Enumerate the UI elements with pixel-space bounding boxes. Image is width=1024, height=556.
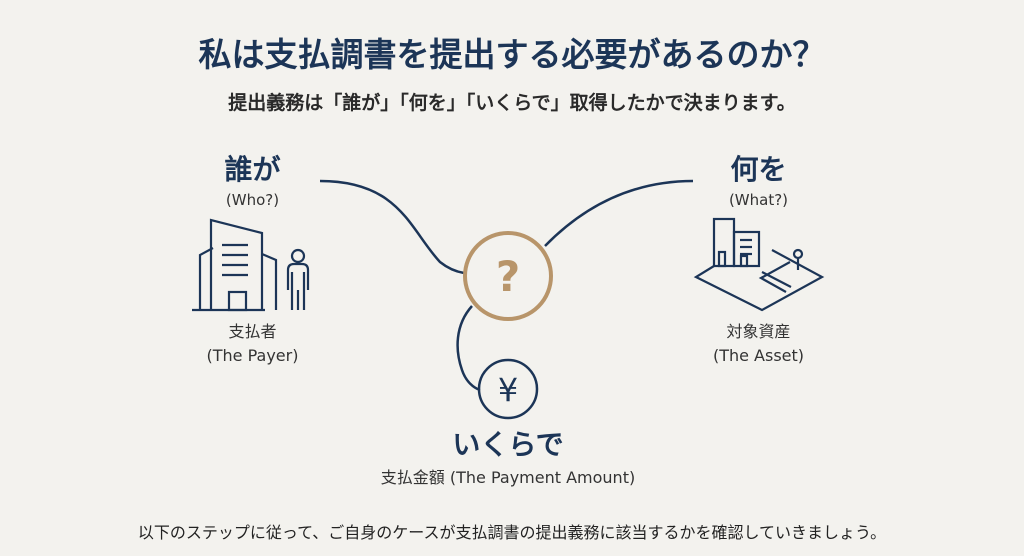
what-english: (What?) [728, 191, 789, 209]
svg-text:¥: ¥ [498, 371, 518, 409]
connector-who [319, 179, 465, 275]
payer-label-en: (The Payer) [206, 346, 299, 365]
how-much-heading: いくらで [452, 428, 564, 461]
asset-label: 対象資産 [726, 322, 791, 341]
svg-text:?: ? [496, 252, 520, 301]
who-english: (Who?) [225, 191, 280, 209]
yen-icon: ¥ [477, 358, 539, 420]
asset-label-en: (The Asset) [712, 346, 805, 365]
footer-instruction: 以下のステップに従って、ご自身のケースが支払調書の提出義務に該当するかを確認して… [137, 523, 887, 542]
page-subtitle: 提出義務は「誰が」「何を」「いくらで」取得したかで決まります。 [228, 92, 796, 114]
asset-land-icon [693, 217, 825, 312]
who-heading: 誰が [224, 153, 281, 186]
connector-what [544, 179, 694, 247]
building-person-icon [192, 218, 310, 312]
connector-lines [319, 179, 694, 392]
connector-amount [456, 305, 481, 392]
payer-label: 支払者 [228, 322, 277, 341]
question-icon: ? [463, 231, 553, 321]
page-title: 私は支払調書を提出する必要があるのか？ [198, 35, 826, 74]
what-heading: 何を [730, 153, 787, 186]
payment-amount-label: 支払金額 (The Payment Amount) [380, 468, 636, 487]
